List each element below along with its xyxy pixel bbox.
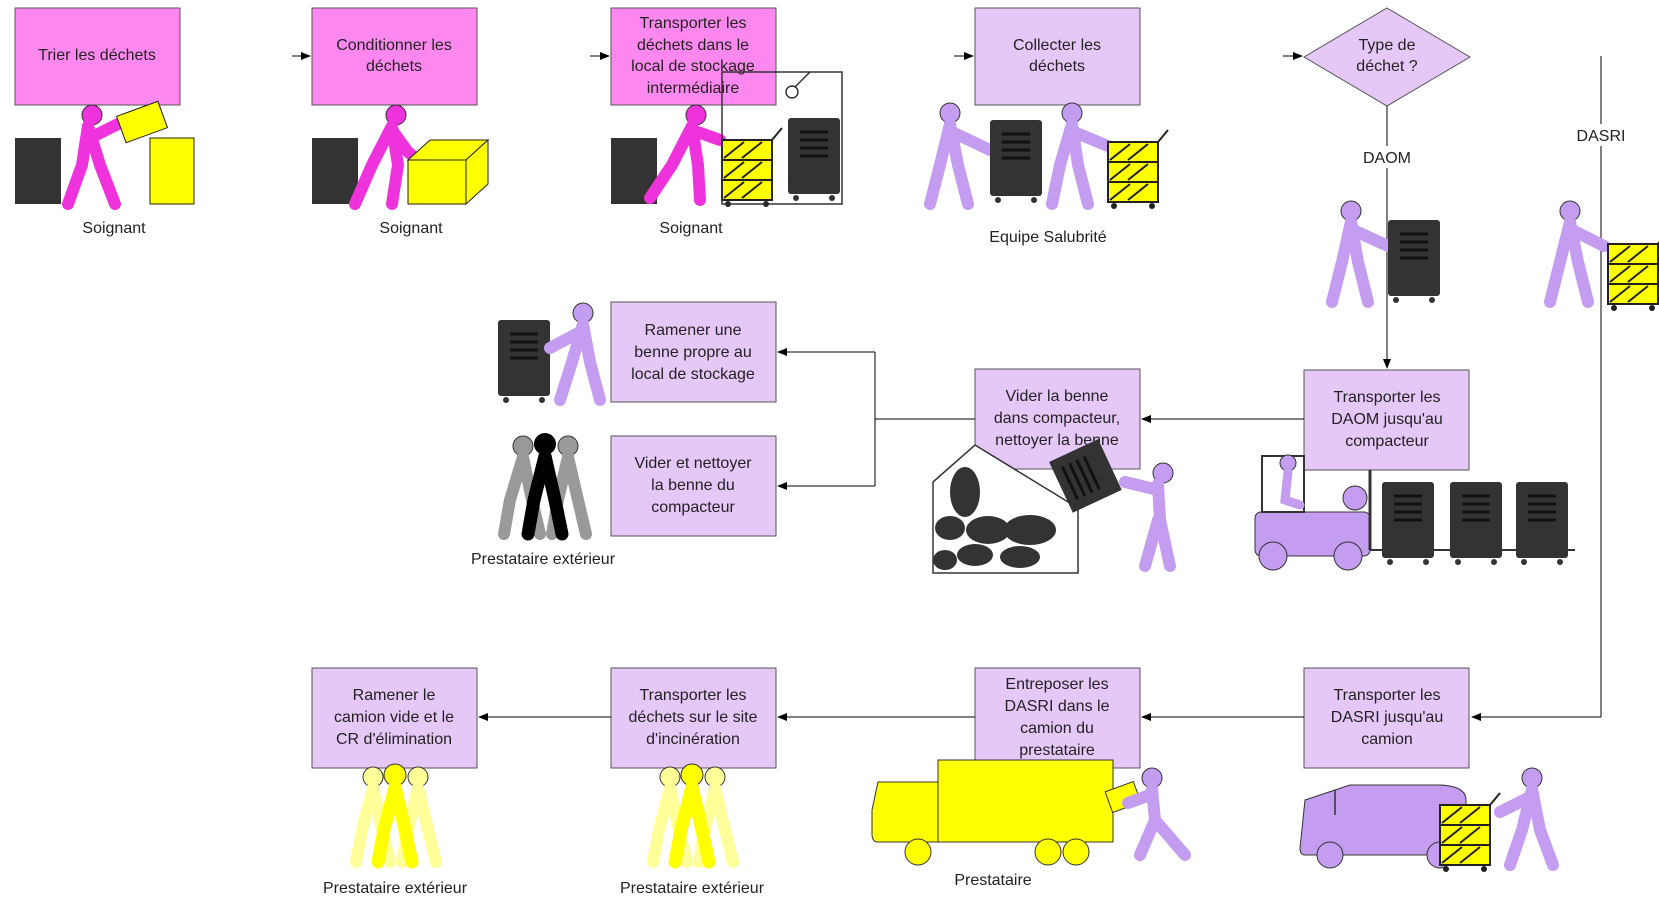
illustration-prestataire-group-yellow-1 — [350, 763, 442, 869]
step-entreposer: Entreposer les DASRI dans le camion du p… — [974, 667, 1141, 769]
illustration-forklift — [1254, 454, 1575, 571]
step-transporter-dasri-line: camion — [1361, 731, 1413, 748]
step-transporter-local: Transporter les déchets dans le local de… — [610, 7, 777, 106]
step-entreposer-line: Entreposer les — [1005, 676, 1108, 693]
actor-label-prestataire-ext: Prestataire extérieur — [323, 880, 468, 897]
decision-line: Type de — [1359, 37, 1416, 54]
actor-label-soignant: Soignant — [379, 220, 443, 237]
step-ramener-benne-line: benne propre au — [634, 344, 751, 361]
step-vider-benne: Vider la benne dans compacteur, nettoyer… — [974, 368, 1141, 470]
step-entreposer-line: DASRI dans le — [1005, 698, 1110, 715]
step-conditionner-line: déchets — [366, 58, 422, 75]
step-ramener-benne: Ramener une benne propre au local de sto… — [610, 301, 777, 403]
step-vider-benne-line: dans compacteur, — [994, 410, 1120, 427]
illustration-collecter — [924, 102, 1169, 210]
branch-daom: DAOM — [1349, 106, 1427, 369]
step-entreposer-line: prestataire — [1019, 742, 1095, 759]
illustration-compacteur — [932, 439, 1176, 574]
step-transporter-site-line: Transporter les — [640, 687, 747, 704]
step-ramener-camion: Ramener le camion vide et le CR d'élimin… — [311, 667, 478, 769]
actor-label-prestataire: Prestataire — [954, 872, 1031, 889]
step-vider-nettoyer-line: la benne du — [651, 477, 735, 494]
step-collecter-line: Collecter les — [1013, 37, 1101, 54]
step-trier-line: Trier les déchets — [38, 47, 156, 64]
step-vider-benne-line: Vider la benne — [1006, 388, 1109, 405]
step-vider-nettoyer: Vider et nettoyer la benne du compacteur — [610, 435, 777, 537]
step-ramener-camion-line: CR d'élimination — [336, 731, 452, 748]
step-conditionner: Conditionner les déchets — [311, 7, 478, 106]
step-transporter-dasri: Transporter les DASRI jusqu'au camion — [1303, 667, 1470, 769]
step-transporter-local-line: local de stockage — [631, 58, 755, 75]
step-transporter-daom-line: DAOM jusqu'au — [1331, 411, 1443, 428]
decision-type-dechet: Type de déchet ? — [1303, 7, 1471, 107]
illustration-truck — [871, 759, 1191, 866]
step-ramener-camion-line: Ramener le — [353, 687, 436, 704]
illustration-van — [1299, 767, 1559, 873]
branch-label-daom: DAOM — [1363, 150, 1411, 167]
step-vider-nettoyer-line: compacteur — [651, 499, 735, 516]
actor-label-equipe: Equipe Salubrité — [989, 229, 1107, 246]
illustration-prestataire-group-yellow-2 — [647, 763, 739, 869]
step-transporter-local-line: intermédiaire — [647, 80, 740, 97]
step-transporter-local-line: déchets dans le — [637, 37, 749, 54]
actor-label-soignant: Soignant — [659, 220, 723, 237]
branch-label-dasri: DASRI — [1577, 128, 1626, 145]
illustration-dasri-worker — [1544, 200, 1659, 312]
step-entreposer-line: camion du — [1020, 720, 1094, 737]
step-ramener-camion-line: camion vide et le — [334, 709, 454, 726]
branch-dasri: DASRI — [1471, 56, 1634, 721]
illustration-conditionner — [312, 104, 490, 210]
row2-connectors — [777, 348, 1304, 490]
actor-label-prestataire-ext: Prestataire extérieur — [471, 551, 616, 568]
illustration-ramener-benne — [496, 302, 606, 406]
illustration-daom-worker — [1326, 200, 1442, 308]
step-transporter-dasri-line: Transporter les — [1334, 687, 1441, 704]
decision-line: déchet ? — [1356, 58, 1417, 75]
step-transporter-daom-line: Transporter les — [1334, 389, 1441, 406]
illustration-transporter-local — [611, 71, 843, 208]
step-ramener-benne-line: Ramener une — [645, 322, 742, 339]
step-vider-nettoyer-line: Vider et nettoyer — [634, 455, 752, 472]
step-transporter-site-line: d'incinération — [646, 731, 740, 748]
step-transporter-site: Transporter les déchets sur le site d'in… — [610, 667, 777, 769]
step-transporter-local-line: Transporter les — [640, 15, 747, 32]
step-collecter-line: déchets — [1029, 58, 1085, 75]
step-transporter-dasri-line: DASRI jusqu'au — [1331, 709, 1443, 726]
actor-label-soignant: Soignant — [82, 220, 146, 237]
step-transporter-daom-line: compacteur — [1345, 433, 1429, 450]
step-conditionner-line: Conditionner les — [336, 37, 452, 54]
step-collecter: Collecter les déchets — [974, 7, 1141, 106]
step-transporter-site-line: déchets sur le site — [629, 709, 758, 726]
step-transporter-daom: Transporter les DAOM jusqu'au compacteur — [1303, 369, 1470, 471]
step-ramener-benne-line: local de stockage — [631, 366, 755, 383]
illustration-trier — [15, 100, 195, 210]
illustration-prestataire-group-gray — [498, 433, 592, 541]
step-trier: Trier les déchets — [14, 7, 181, 106]
actor-label-prestataire-ext: Prestataire extérieur — [620, 880, 765, 897]
